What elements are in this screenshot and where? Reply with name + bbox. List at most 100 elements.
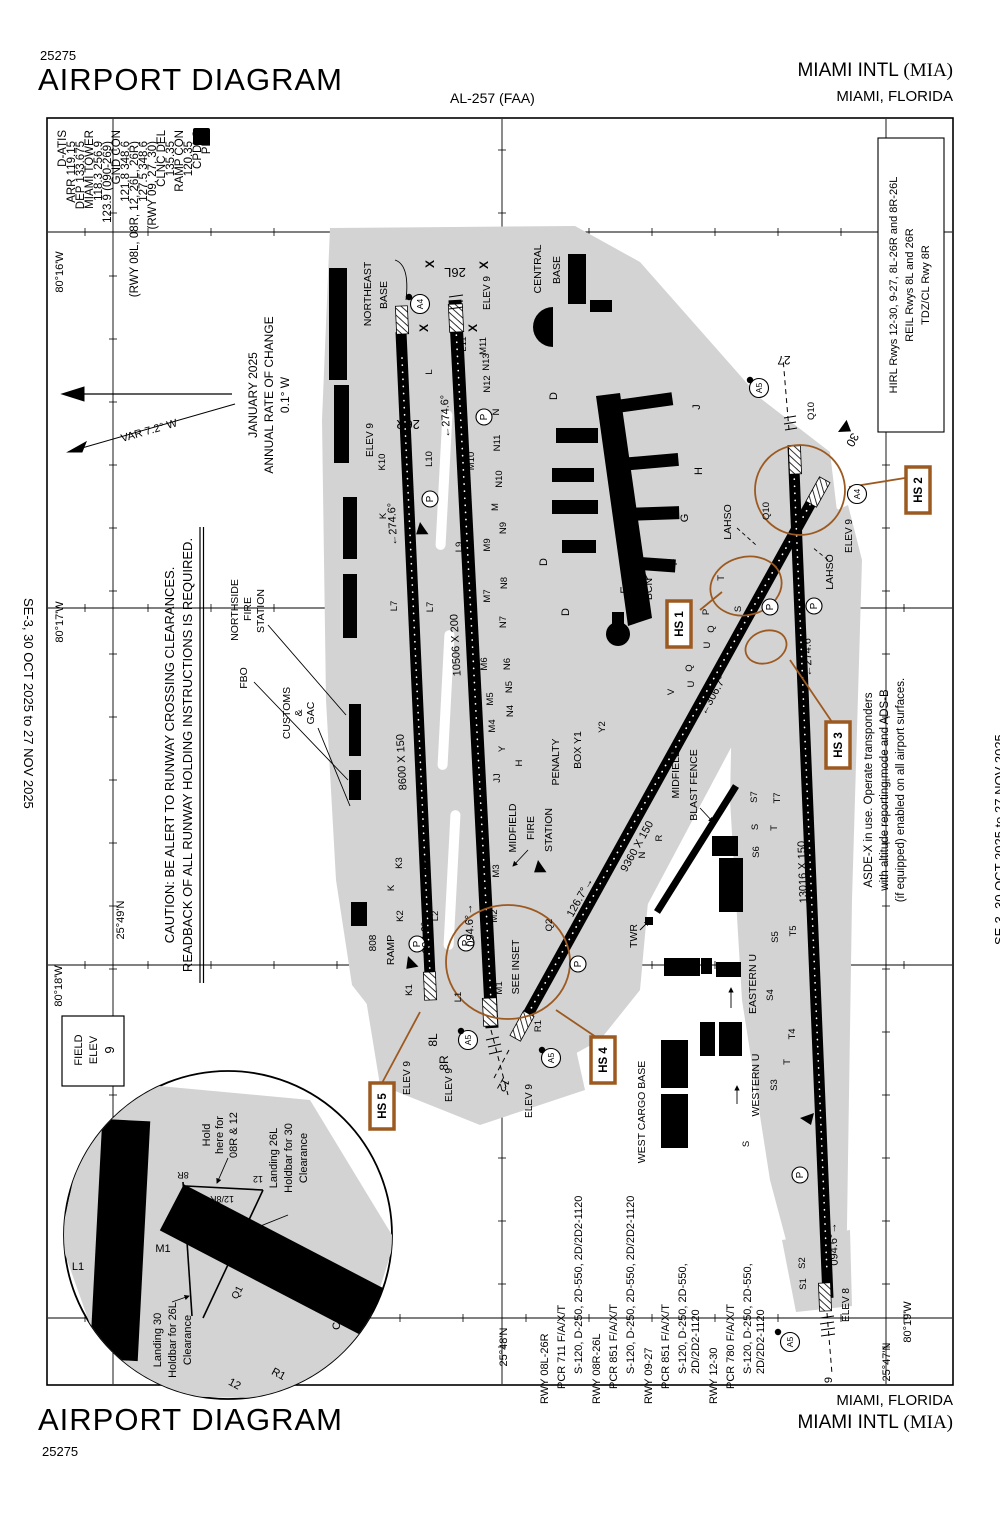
label-m10: M10 bbox=[466, 452, 477, 470]
label-n13: N13 bbox=[481, 353, 492, 370]
label-b808: 808 bbox=[368, 934, 379, 951]
label-t-l1: L1 bbox=[72, 1261, 84, 1273]
circled-c_p bbox=[457, 934, 475, 952]
label-l26-3: Clearance bbox=[298, 1133, 310, 1183]
label-u-a: U bbox=[702, 641, 713, 648]
label-jan-3: 0.1° W bbox=[278, 376, 292, 413]
label-hdg-26r: ←274.6° bbox=[386, 502, 400, 546]
runway-08r-26l bbox=[447, 299, 499, 1029]
label-pb-2: BOX Y1 bbox=[572, 731, 584, 769]
label-lon18: 80°18'W bbox=[53, 965, 65, 1007]
label-m4: M4 bbox=[487, 719, 498, 732]
label-5: S-120, D-250, 2D-550, 2D/2D2-1120 bbox=[625, 1196, 637, 1374]
threshold-extensions bbox=[448, 294, 836, 1375]
label-m9: M9 bbox=[482, 538, 493, 551]
city-bottom: MIAMI, FLORIDA bbox=[836, 1392, 953, 1409]
label-7: PCR 851 F/A/X/T bbox=[660, 1304, 672, 1389]
label-2: S-120, D-250, 2D-550, 2D/2D2-1120 bbox=[573, 1196, 585, 1374]
label-k10: K10 bbox=[377, 454, 388, 471]
label-variation: VAR 7.2° W bbox=[120, 417, 180, 445]
label-4: PCR 851 F/A/X/T bbox=[608, 1304, 620, 1389]
caution-underline bbox=[199, 527, 205, 983]
fbo-building bbox=[349, 770, 361, 800]
label-l26-2: Holdbar for 30 bbox=[283, 1123, 295, 1193]
chart-frame bbox=[46, 117, 954, 1386]
rwy8r-extension bbox=[490, 1029, 509, 1096]
label-end-8l: 8L bbox=[426, 1033, 440, 1047]
runway-09-27 bbox=[787, 444, 834, 1312]
label-t-c: T bbox=[782, 1059, 793, 1065]
label-jj: JJ bbox=[492, 773, 503, 783]
label-corral: Corral Area bbox=[331, 1273, 343, 1330]
label-wu: WESTERN U bbox=[750, 1054, 762, 1117]
hotspot-rings bbox=[381, 444, 906, 1084]
datalink-symbol: D bbox=[193, 128, 210, 145]
hotspot-box-hs4 bbox=[589, 1035, 617, 1085]
label-q2: Q2 bbox=[544, 919, 555, 932]
label-c-p: P bbox=[461, 939, 472, 946]
label-s2: S2 bbox=[797, 1257, 808, 1269]
label-s3: S3 bbox=[769, 1079, 780, 1091]
circled-c_p bbox=[569, 955, 587, 973]
label-lon16: 80°16'W bbox=[54, 251, 66, 293]
label-k-b: K bbox=[386, 884, 397, 891]
label-l7a: L7 bbox=[389, 601, 400, 612]
label-y2: Y2 bbox=[597, 721, 608, 733]
label-fbo: FBO bbox=[238, 667, 250, 689]
label-k2: K2 bbox=[395, 910, 406, 922]
label-k3: K3 bbox=[394, 857, 405, 869]
label-15: CPDLC bbox=[192, 130, 204, 169]
label-cu-3: GAC bbox=[305, 701, 317, 724]
spot-dot bbox=[457, 1027, 465, 1035]
label-l7b: L7 bbox=[425, 602, 436, 613]
label-lat49: 25°49'N bbox=[115, 900, 127, 939]
label-hirl-2: REIL Rwys 8L and 26R bbox=[904, 228, 916, 342]
label-elev-12: ELEV 9 bbox=[524, 1084, 535, 1118]
circled-c_a5 bbox=[748, 377, 770, 399]
label-14: 120.35 bbox=[183, 141, 195, 176]
label-g-1: G bbox=[679, 514, 691, 523]
label-l30-1: Landing 30 bbox=[152, 1313, 164, 1367]
label-cb-2: BASE bbox=[551, 256, 563, 284]
label-m11: M11 bbox=[478, 337, 489, 355]
label-m2: M2 bbox=[489, 909, 500, 922]
label-c-p: P bbox=[573, 960, 584, 967]
label-mf-1: MIDFIELD bbox=[507, 803, 519, 852]
threshold-chevrons-27 bbox=[788, 445, 802, 475]
label-asdex-1: ASDE-X in use. Operate transponders bbox=[863, 692, 875, 887]
label-elev-26l: ELEV 9 bbox=[482, 276, 493, 310]
label-l2: L2 bbox=[430, 911, 441, 922]
label-n6: N6 bbox=[502, 658, 513, 670]
lighting-note-box bbox=[877, 137, 945, 433]
label-l30-3: Clearance bbox=[182, 1315, 194, 1365]
label-bf-1: MIDFIELD bbox=[670, 749, 682, 798]
label-1: ARR 119.15 bbox=[66, 141, 78, 203]
hotspot-ring-hs2 bbox=[754, 444, 846, 536]
spot-dot bbox=[538, 1046, 546, 1054]
label-twr: TWR bbox=[628, 924, 640, 948]
label-8: S-120, D-250, 2D-550, bbox=[677, 1263, 689, 1374]
label-c-a5: A5 bbox=[463, 1035, 473, 1046]
label-l30-2: Holdbar for 26L bbox=[167, 1302, 179, 1378]
northside-fire-station-building bbox=[349, 704, 361, 756]
label-c-p: P bbox=[795, 1171, 806, 1178]
label-z-a: Z bbox=[462, 573, 473, 579]
airport-name-text: MIAMI INTL bbox=[797, 60, 899, 81]
label-s5: S5 bbox=[770, 931, 781, 943]
label-cu-2: & bbox=[293, 709, 305, 716]
label-k1: K1 bbox=[404, 984, 415, 996]
label-j-1: J bbox=[691, 404, 703, 410]
label-caution-1: CAUTION: BE ALERT TO RUNWAY CROSSING CLE… bbox=[162, 567, 177, 944]
label-x-4: X bbox=[423, 260, 437, 268]
label-lon17: 80°17'W bbox=[54, 601, 66, 643]
label-hold-2: here for bbox=[214, 1116, 226, 1154]
label-hs2: HS 2 bbox=[913, 477, 925, 503]
hotspot-box-hs1 bbox=[665, 599, 693, 649]
label-asdex-2: with altitude reporting mode and ADS-B bbox=[879, 689, 891, 892]
label-h-a: H bbox=[514, 759, 525, 766]
label-end-30: 30 bbox=[843, 431, 862, 450]
label-m1-main: M1 bbox=[494, 981, 505, 994]
label-10: RWY 12-30 bbox=[708, 1348, 720, 1404]
label-cu-1: CUSTOMS bbox=[281, 687, 293, 739]
